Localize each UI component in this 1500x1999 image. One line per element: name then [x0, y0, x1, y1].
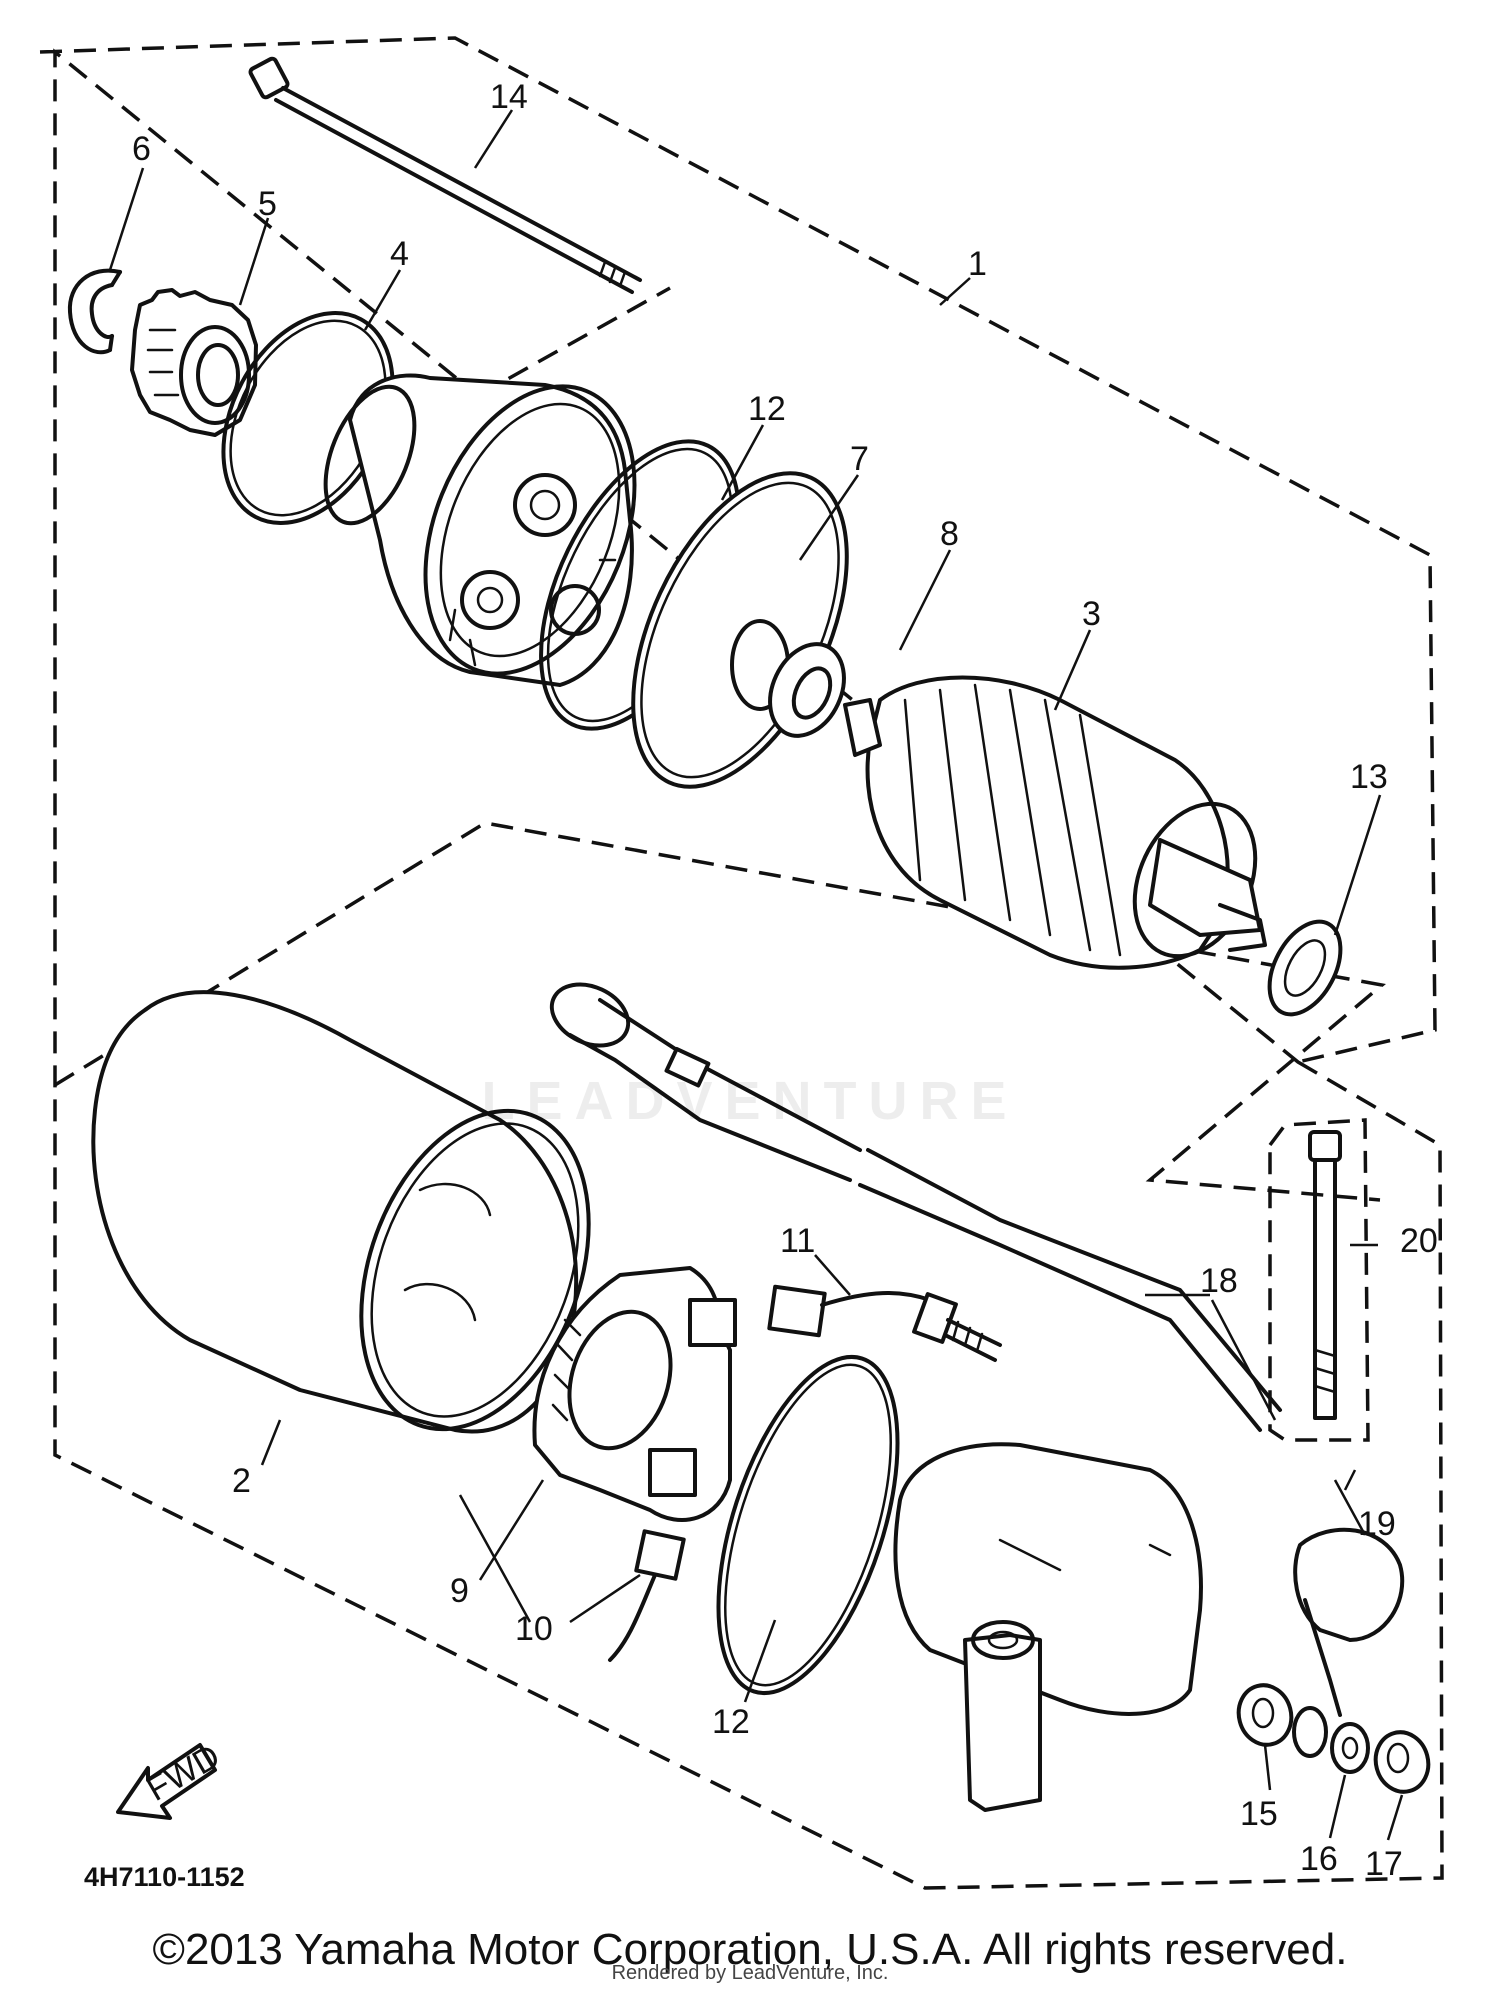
render-credit: Rendered by LeadVenture, Inc. — [611, 1962, 889, 1984]
diagram-code: 4H7110-1152 — [84, 1862, 245, 1892]
lead-wire-part — [549, 982, 1282, 1432]
callout-19: 19 — [1358, 1505, 1396, 1543]
brush-part — [608, 1529, 686, 1662]
callout-4: 4 — [390, 235, 409, 273]
callout-8: 8 — [940, 515, 959, 553]
terminal-lead-part — [767, 1284, 1002, 1362]
callout-1: 1 — [968, 245, 987, 283]
callout-18: 18 — [1200, 1262, 1238, 1300]
nut-part — [1236, 1683, 1294, 1747]
callout-7: 7 — [850, 440, 869, 478]
callout-5: 5 — [258, 185, 277, 223]
watermark: LEADVENTURE — [481, 1071, 1019, 1131]
assembly-boundary — [39, 36, 1444, 1890]
cap-nut-part — [1373, 1730, 1431, 1794]
forward-arrow-label: FWD — [140, 1737, 226, 1809]
callout-9: 9 — [450, 1572, 469, 1610]
lug-washer-part — [1292, 1706, 1370, 1774]
rear-cover-part — [893, 1442, 1203, 1812]
callout-13: 13 — [1350, 758, 1388, 796]
leader-lines — [108, 109, 1404, 1841]
callout-16: 16 — [1300, 1840, 1338, 1878]
callout-2: 2 — [232, 1462, 251, 1500]
callout-12-lower: 12 — [712, 1703, 750, 1741]
callout-14: 14 — [490, 78, 528, 116]
callout-6: 6 — [132, 130, 151, 168]
callout-12-upper: 12 — [748, 390, 786, 428]
callout-3: 3 — [1082, 595, 1101, 633]
forward-arrow-icon: FWD — [116, 1737, 226, 1820]
front-cover-part — [323, 373, 637, 687]
callout-20: 20 — [1400, 1222, 1438, 1260]
o-ring-lower-part — [716, 1354, 900, 1696]
callout-17: 17 — [1365, 1845, 1403, 1883]
callout-11: 11 — [780, 1222, 815, 1260]
callout-10: 10 — [515, 1610, 553, 1648]
armature-part — [843, 675, 1267, 970]
armature-subgroup-boundary — [54, 821, 1386, 1202]
bolt-part — [1268, 1118, 1370, 1442]
circlip-part — [67, 268, 122, 355]
drive-gear-part — [130, 288, 258, 437]
yoke-part — [91, 990, 591, 1434]
brush-holder-part — [532, 1266, 737, 1522]
callout-15: 15 — [1240, 1795, 1278, 1833]
terminal-cap-part — [1293, 1527, 1405, 1717]
copyright-notice: ©2013 Yamaha Motor Corporation, U.S.A. A… — [152, 1925, 1348, 1974]
washer-part — [768, 642, 846, 738]
shim-washer-part — [1267, 919, 1343, 1017]
through-bolt-part — [248, 56, 642, 294]
